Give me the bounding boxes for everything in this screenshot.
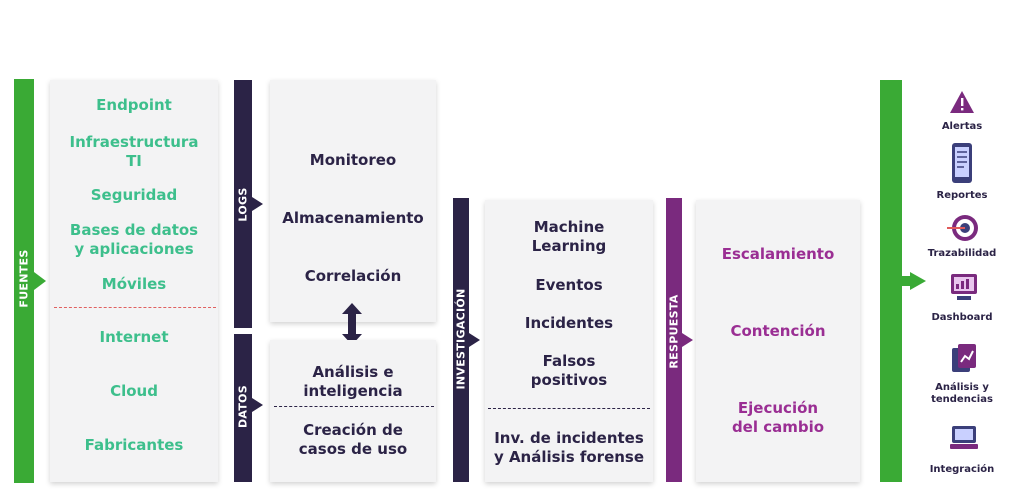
inv-eventos: Eventos xyxy=(535,276,603,294)
source-endpoint: Endpoint xyxy=(96,96,172,114)
fuentes-label: FUENTES xyxy=(17,249,31,308)
respuesta-card xyxy=(696,200,860,482)
dashboard-icon xyxy=(951,274,977,300)
investigacion-label: INVESTIGACIÓN xyxy=(454,288,468,390)
logs-bar xyxy=(234,80,252,328)
output-analisis-tendencias: Análisis y tendencias xyxy=(931,382,993,405)
double-arrow-icon xyxy=(342,303,362,345)
respuesta-label: RESPUESTA xyxy=(667,294,681,369)
source-fabricantes: Fabricantes xyxy=(84,436,184,454)
analytics-icon xyxy=(952,344,976,372)
datos-arrow xyxy=(252,398,263,412)
resp-contencion: Contención xyxy=(730,322,826,340)
source-seguridad: Seguridad xyxy=(90,186,178,204)
inv-machine-learning: Machine Learning xyxy=(531,218,607,255)
investigacion-arrow xyxy=(469,333,480,347)
sources-card xyxy=(50,80,218,482)
datos-card xyxy=(270,340,436,482)
fuentes-bar xyxy=(14,79,34,483)
source-internet: Internet xyxy=(99,328,169,346)
inv-falsos-positivos: Falsos positivos xyxy=(530,352,608,389)
logs-label: LOGS xyxy=(236,187,250,222)
logs-arrow xyxy=(252,197,263,211)
outputs-arrow-shaft xyxy=(900,276,912,286)
outputs-bar xyxy=(880,80,902,482)
alert-icon xyxy=(950,91,974,113)
source-bases-datos: Bases de datos y aplicaciones xyxy=(69,221,199,258)
source-infraestructura: Infraestructura TI xyxy=(69,133,199,170)
resp-ejecucion: Ejecución del cambio xyxy=(731,399,825,436)
fuentes-arrow xyxy=(34,272,46,290)
respuesta-arrow xyxy=(682,333,693,347)
datos-analisis: Análisis e inteligencia xyxy=(303,363,403,400)
integration-icon xyxy=(950,426,978,449)
inv-incidentes: Incidentes xyxy=(524,314,614,332)
investigacion-bar xyxy=(453,198,469,482)
datos-divider xyxy=(274,406,434,407)
datos-creacion: Creación de casos de uso xyxy=(298,421,408,458)
output-reportes: Reportes xyxy=(936,190,988,201)
sources-divider xyxy=(54,307,216,308)
resp-escalamiento: Escalamiento xyxy=(721,245,835,263)
logs-correlacion: Correlación xyxy=(304,267,402,285)
investigacion-card xyxy=(485,200,653,482)
respuesta-bar xyxy=(666,198,682,482)
target-icon xyxy=(947,215,978,241)
datos-label: DATOS xyxy=(236,384,250,429)
source-cloud: Cloud xyxy=(110,382,158,400)
output-dashboard: Dashboard xyxy=(931,312,993,323)
source-moviles: Móviles xyxy=(101,275,167,293)
output-integracion: Integración xyxy=(929,464,995,475)
investigacion-divider xyxy=(488,408,650,409)
outputs-arrow-head xyxy=(910,272,926,290)
logs-monitoreo: Monitoreo xyxy=(309,151,397,169)
output-alertas: Alertas xyxy=(941,121,983,132)
output-trazabilidad: Trazabilidad xyxy=(927,248,997,259)
datos-bar xyxy=(234,334,252,482)
logs-almacenamiento: Almacenamiento xyxy=(282,209,424,227)
inv-forense: Inv. de incidentes y Análisis forense xyxy=(493,429,645,466)
report-icon xyxy=(952,143,972,183)
logs-card xyxy=(270,80,436,322)
